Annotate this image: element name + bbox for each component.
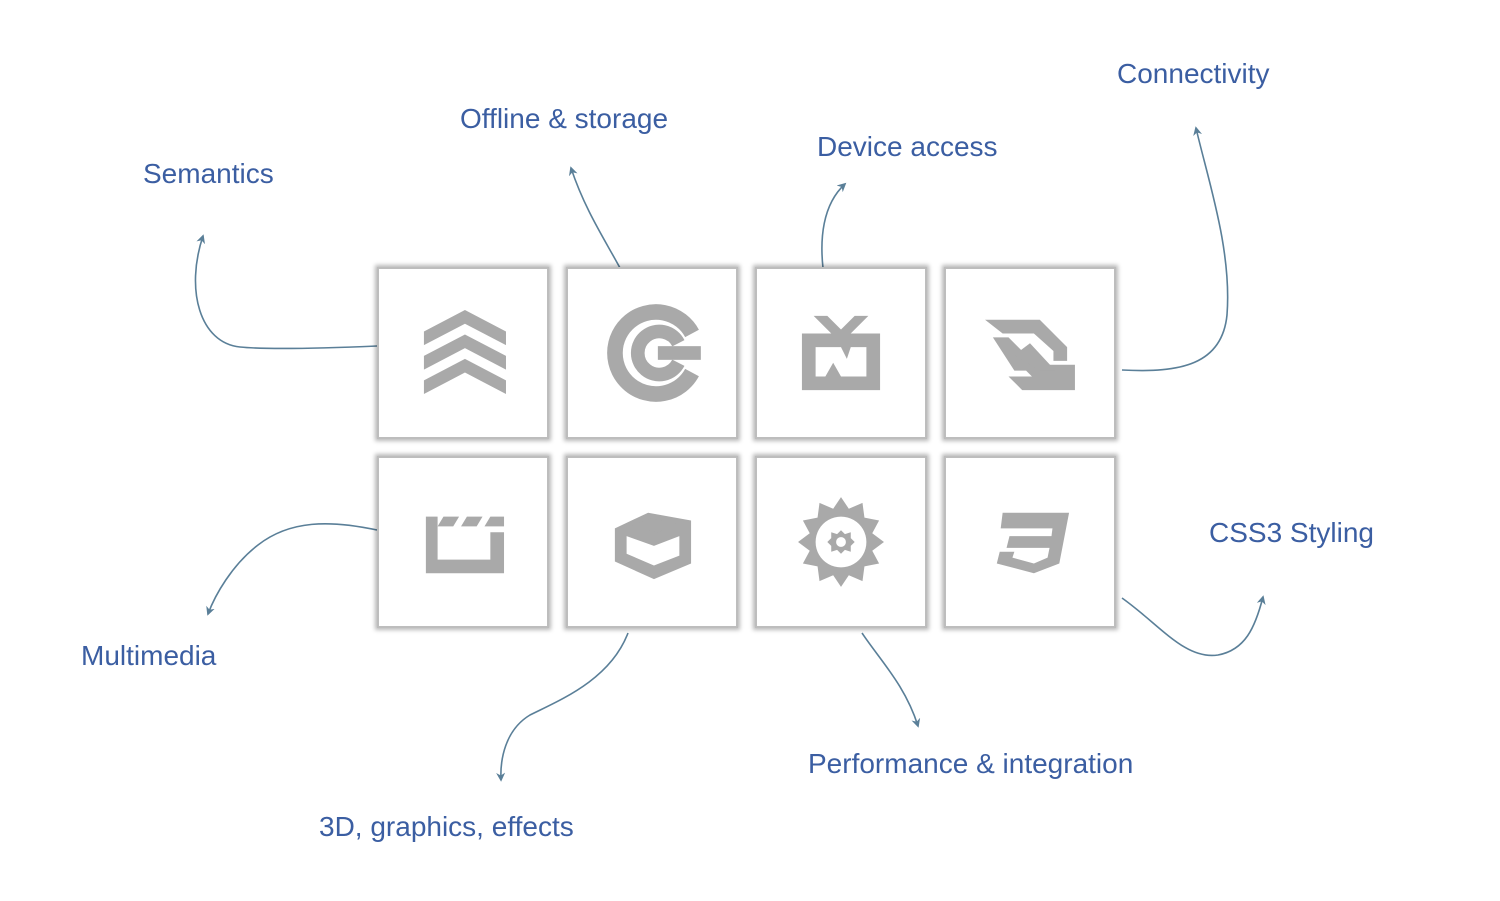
performance-gear-icon <box>798 497 884 587</box>
label-performance-integration: Performance & integration <box>808 748 1134 779</box>
arrow-offline-storage <box>569 166 621 269</box>
tile-multimedia <box>377 456 549 628</box>
3d-graphics-icon <box>614 512 692 580</box>
arrow-3d-graphics <box>496 632 629 782</box>
arrow-multimedia <box>206 522 378 616</box>
tile-3d-graphics <box>566 456 738 628</box>
connectivity-icon <box>985 319 1075 391</box>
tile-connectivity <box>944 267 1116 439</box>
label-connectivity: Connectivity <box>1117 58 1270 89</box>
label-css3-styling: CSS3 Styling <box>1209 517 1374 548</box>
label-multimedia: Multimedia <box>81 640 217 671</box>
arrow-semantics <box>194 234 378 350</box>
semantics-icon <box>423 310 506 395</box>
arrow-connectivity <box>1121 126 1229 372</box>
device-access-icon <box>801 315 881 391</box>
arrow-performance <box>861 632 921 728</box>
arrow-css3 <box>1121 595 1266 657</box>
tile-offline-storage <box>566 267 738 439</box>
tile-semantics <box>377 267 549 439</box>
tile-device-access <box>755 267 927 439</box>
tile-performance <box>755 456 927 628</box>
arrow-device-access <box>821 182 847 269</box>
label-semantics: Semantics <box>143 158 274 189</box>
label-offline-storage: Offline & storage <box>460 103 669 134</box>
tile-css3 <box>944 456 1116 628</box>
offline-storage-icon <box>607 304 701 402</box>
multimedia-icon <box>425 516 505 574</box>
label-3d-graphics-effects: 3D, graphics, effects <box>319 811 574 842</box>
label-device-access: Device access <box>817 131 998 162</box>
css3-icon <box>996 512 1070 574</box>
